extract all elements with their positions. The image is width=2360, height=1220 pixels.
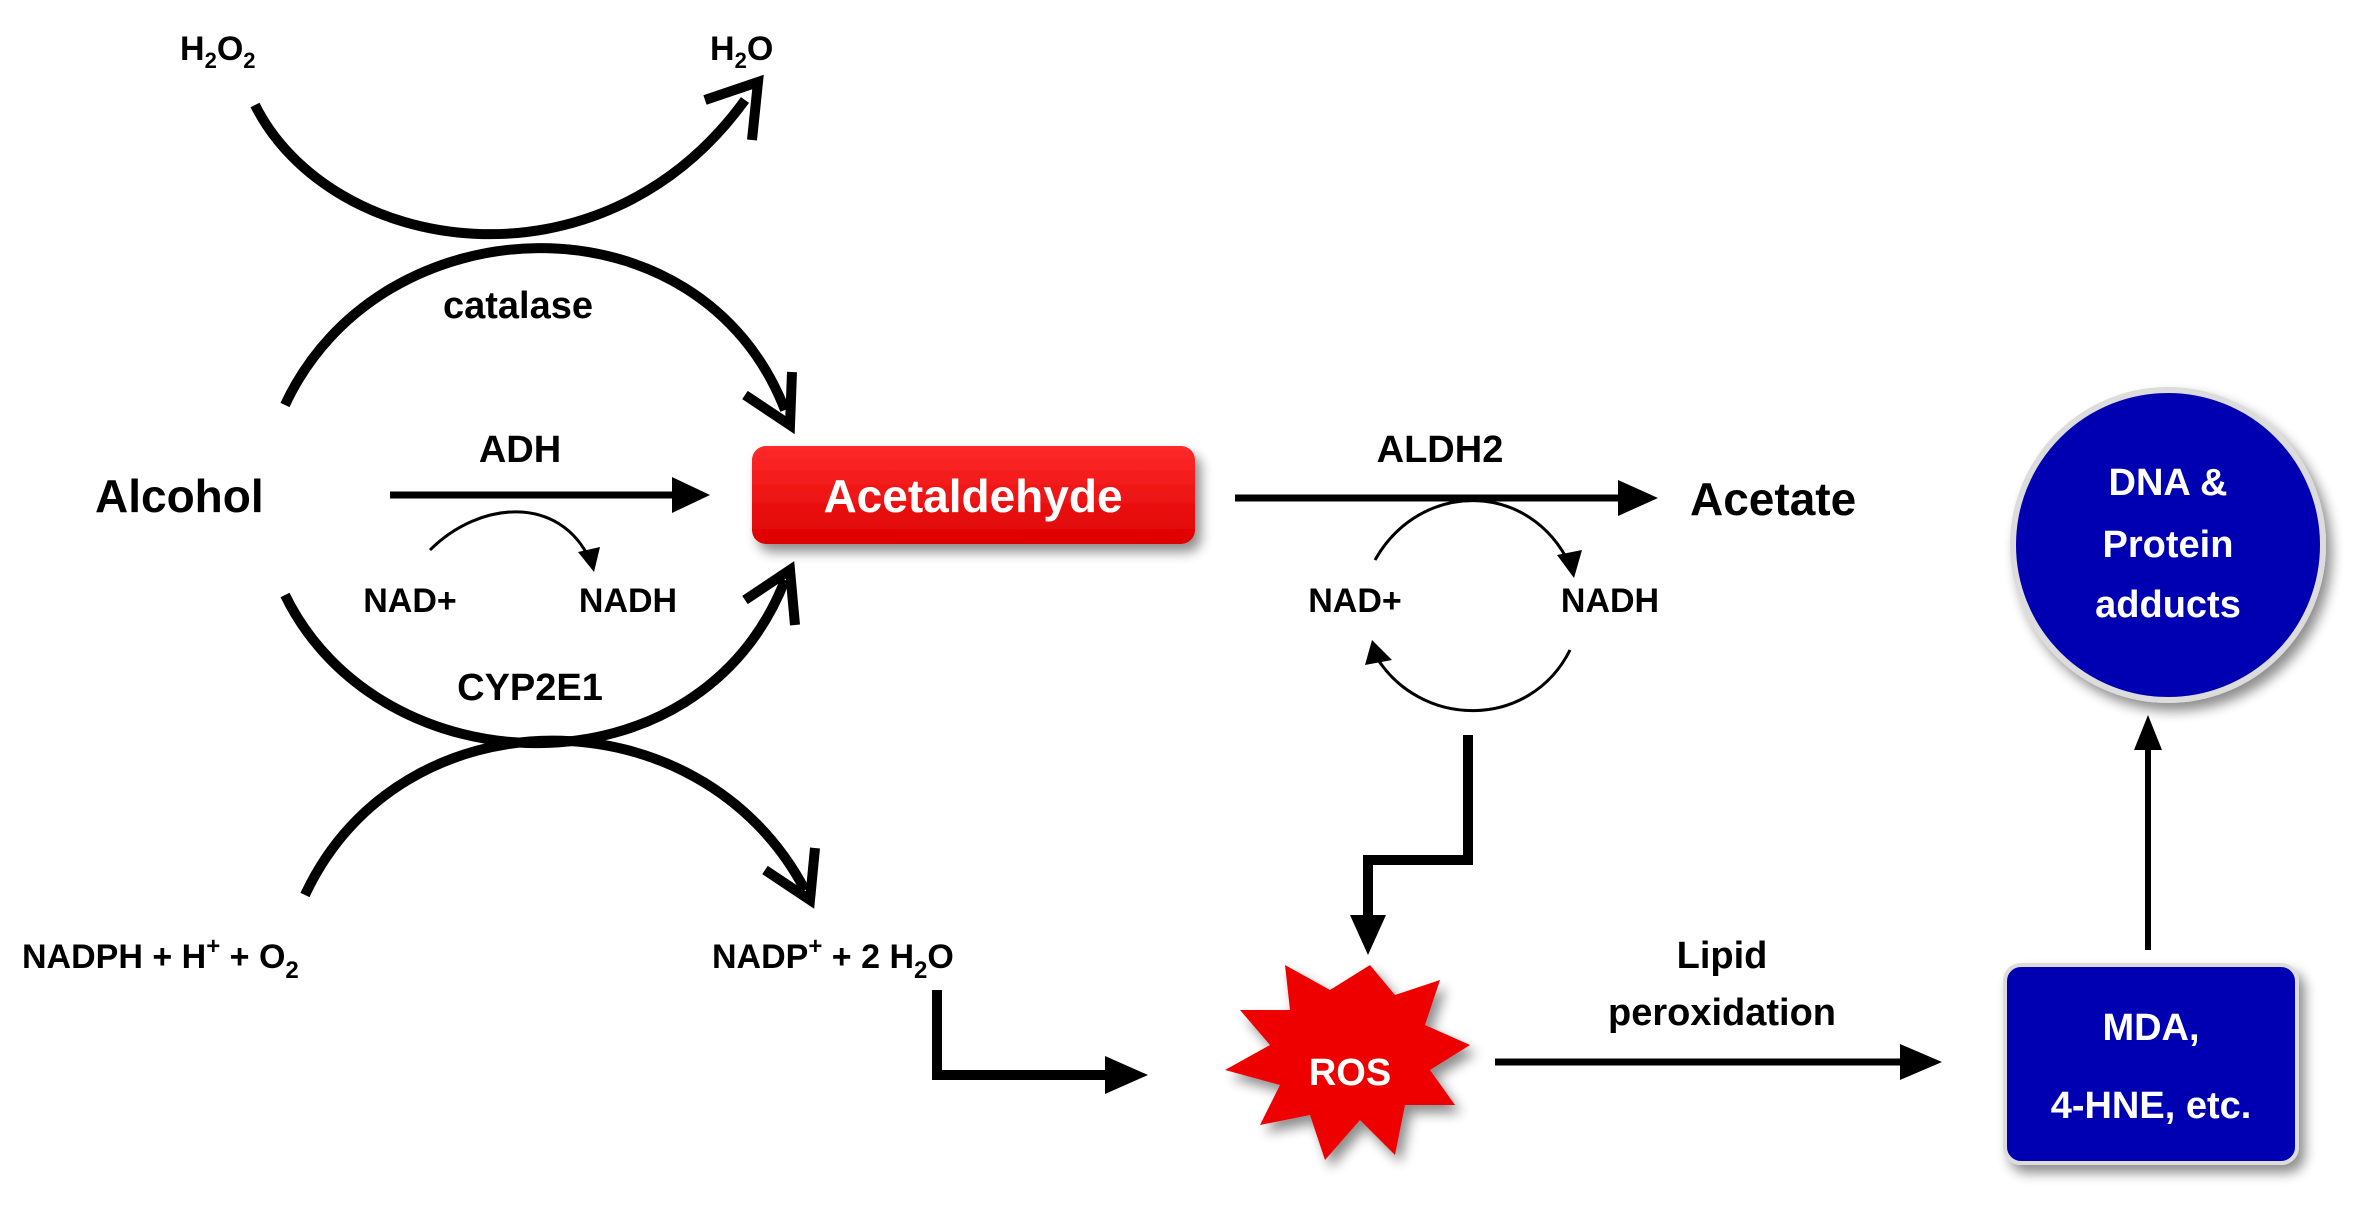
adh-arrowhead	[672, 477, 710, 513]
nadh-to-ros-arrow	[1363, 735, 1473, 925]
adducts-label-line3: adducts	[2095, 584, 2241, 626]
catalase-h2o-arrowhead	[703, 74, 764, 141]
aldh2-arrowhead	[1618, 480, 1658, 516]
cyp2e1-arrowhead	[742, 561, 800, 626]
adducts-circle	[2010, 387, 2326, 703]
nadp-to-ros-arrowhead	[1105, 1056, 1148, 1094]
aldh2-cycle-bottom-arrowhead	[1365, 640, 1392, 665]
adh-nadh-label: NADH	[579, 582, 677, 620]
aldh2-cycle-top-arc	[1373, 499, 1572, 566]
acetate-label: Acetate	[1690, 473, 1856, 525]
catalase-label: catalase	[443, 285, 593, 327]
adh-label: ADH	[479, 429, 561, 471]
aldh2-label: ALDH2	[1377, 429, 1504, 471]
h2o-label: H2O	[710, 30, 773, 73]
adh-cofactor-arc	[428, 510, 592, 561]
acetaldehyde-box	[752, 446, 1195, 544]
mda-box	[2003, 963, 2299, 1165]
ros-label: ROS	[1309, 1052, 1391, 1094]
nadph-label: NADPH + H+ + O2	[22, 933, 299, 984]
alcohol-label: Alcohol	[95, 470, 264, 522]
aldh2-cycle-top-arrowhead	[1557, 550, 1582, 578]
nadh-to-ros-arrowhead	[1350, 915, 1386, 955]
mda-label-line1: MDA,	[2102, 1007, 2199, 1049]
cyp2e1-alcohol-arc	[280, 578, 790, 749]
aldh2-nadh-label: NADH	[1561, 582, 1659, 620]
catalase-alcohol-arc	[280, 243, 790, 412]
lipid-label-line1: Lipid	[1677, 935, 1768, 977]
mda-to-adducts-arrowhead	[2134, 715, 2162, 750]
adducts-label-line1: DNA &	[2109, 462, 2228, 504]
cyp2e1-label: CYP2E1	[457, 667, 603, 709]
lipid-peroxidation-arrowhead	[1900, 1044, 1942, 1080]
h2o2-label: H2O2	[180, 30, 256, 73]
lipid-label-line2: peroxidation	[1608, 992, 1836, 1034]
acetaldehyde-label: Acetaldehyde	[823, 470, 1122, 522]
adducts-label-line2: Protein	[2103, 524, 2234, 566]
aldh2-nad-label: NAD+	[1308, 582, 1402, 620]
mda-label-line2: 4-HNE, etc.	[2051, 1085, 2252, 1127]
adh-nad-label: NAD+	[363, 582, 457, 620]
cyp2e1-nadp-arrowhead	[762, 847, 820, 909]
nadp-to-ros-arrow	[932, 990, 1110, 1080]
adh-cofactor-arrowhead	[578, 547, 600, 572]
catalase-h2o2-arc	[250, 97, 750, 240]
nadp-label: NADP+ + 2 H2O	[712, 933, 954, 984]
aldh2-cycle-bottom-arc	[1373, 649, 1572, 713]
catalase-arrowhead	[742, 371, 797, 435]
ros-burst	[1225, 965, 1470, 1160]
cyp2e1-nadph-arc	[300, 735, 810, 898]
